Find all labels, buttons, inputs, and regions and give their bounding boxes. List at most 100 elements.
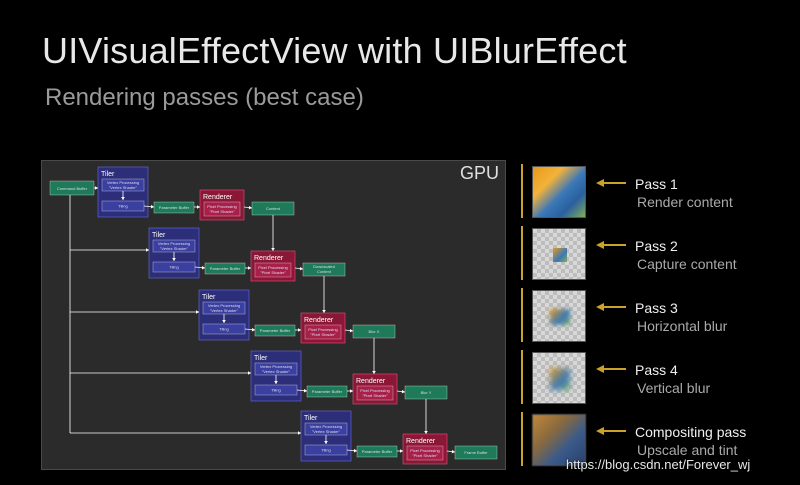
- parameter-buffer-node: [204, 262, 246, 275]
- arrow-head-icon: [353, 448, 357, 453]
- arrow-head-icon: [251, 327, 255, 332]
- vertex-processing-label: Vertex Processing: [158, 241, 190, 246]
- tiler-label: Tiler: [101, 171, 115, 178]
- composited-thumbnail: [532, 414, 586, 466]
- pass-item-1: Pass 1 Render content: [520, 162, 800, 222]
- pass-name: Pass 1: [635, 176, 678, 192]
- pixel-processing-node: [356, 385, 394, 401]
- tiler-label: Tiler: [202, 294, 216, 301]
- pixel-processing-label: Pixel Processing: [308, 327, 338, 332]
- arrow-left-icon: [596, 179, 626, 187]
- pass-divider: [521, 226, 523, 280]
- output-buffer-label: Downscaled: [313, 264, 335, 269]
- capture-content-thumbnail: [532, 228, 586, 280]
- vertex-processing-label: Vertex Processing: [310, 424, 342, 429]
- output-buffer-label: Frame Buffer: [464, 450, 488, 455]
- vertex-processing-label: Vertex Processing: [260, 364, 292, 369]
- pixel-processing-label: "Pixel Shader": [310, 332, 336, 337]
- pass-name: Pass 3: [635, 300, 678, 316]
- vertex-processing-label: "Vertex Shader": [262, 369, 291, 374]
- parameter-buffer-label: Parameter Buffer: [159, 205, 190, 210]
- arrow-head-icon: [197, 205, 200, 209]
- pixel-processing-label: Pixel Processing: [258, 265, 288, 270]
- vertex-processing-label: "Vertex Shader": [160, 246, 189, 251]
- vertex-processing-label: Vertex Processing: [107, 180, 139, 185]
- command-buffer-label: Command Buffer: [57, 186, 88, 191]
- renderer-label: Renderer: [203, 194, 233, 201]
- arrow-left-icon: [596, 427, 626, 435]
- arrow-head-icon: [222, 320, 226, 323]
- arrow-head-icon: [274, 381, 278, 384]
- arrow-head-icon: [322, 310, 326, 313]
- tiling-label: Tiling: [219, 327, 228, 332]
- slide-title: UIVisualEffectView with UIBlurEffect: [42, 30, 627, 71]
- output-buffer-node: [454, 445, 498, 460]
- arrow-head-icon: [350, 389, 353, 393]
- arrow-head-icon: [150, 204, 154, 209]
- renderer-label: Renderer: [356, 378, 386, 385]
- tiler-label: Tiler: [254, 355, 268, 362]
- render-content-thumbnail: [532, 166, 586, 218]
- arrow-head-icon: [324, 441, 328, 444]
- pass-description: Horizontal blur: [637, 318, 728, 334]
- pixel-processing-label: "Pixel Shader": [412, 453, 438, 458]
- slide-subtitle: Rendering passes (best case): [45, 84, 364, 111]
- tiling-label: Tiling: [118, 204, 127, 209]
- pixel-processing-node: [254, 262, 292, 278]
- tiler-label: Tiler: [304, 415, 318, 422]
- pass-name: Compositing pass: [635, 424, 747, 440]
- pass-description: Render content: [637, 194, 733, 210]
- arrow-head-icon: [299, 266, 303, 271]
- pass-item-2: Pass 2 Capture content: [520, 224, 800, 284]
- pixel-processing-label: "Pixel Shader": [260, 270, 286, 275]
- pass-divider: [521, 412, 523, 466]
- arrow-left-icon: [596, 365, 626, 373]
- pass-item-3: Pass 3 Horizontal blur: [520, 286, 800, 346]
- arrow-head-icon: [248, 371, 251, 375]
- output-buffer-label: Blur Y: [421, 390, 432, 395]
- tiling-label: Tiling: [169, 265, 178, 270]
- arrow-head-icon: [424, 431, 428, 434]
- arrow-head-icon: [271, 248, 275, 251]
- arrow-head-icon: [451, 449, 455, 454]
- pixel-processing-label: "Pixel Shader": [209, 209, 235, 214]
- output-buffer-label: Content: [317, 269, 332, 274]
- arrow-head-icon: [248, 266, 251, 270]
- arrow-head-icon: [298, 431, 301, 435]
- pass-name: Pass 2: [635, 238, 678, 254]
- arrow-left-icon: [596, 241, 626, 249]
- parameter-buffer-node: [356, 445, 398, 458]
- passes-list: Pass 1 Render content Pass 2 Capture con…: [520, 160, 800, 470]
- pass-divider: [521, 288, 523, 342]
- renderer-label: Renderer: [406, 438, 436, 445]
- arrow-head-icon: [401, 389, 405, 394]
- pass-divider: [521, 350, 523, 404]
- output-buffer-label: Content: [266, 206, 281, 211]
- vertex-processing-label: "Vertex Shader": [109, 185, 138, 190]
- horizontal-blur-thumbnail: [532, 290, 586, 342]
- blurred-image-icon: [550, 309, 570, 325]
- pixel-processing-label: Pixel Processing: [360, 388, 390, 393]
- renderer-label: Renderer: [304, 317, 334, 324]
- pixel-processing-node: [304, 324, 342, 340]
- arrow-left-icon: [596, 303, 626, 311]
- tiler-label: Tiler: [152, 232, 166, 239]
- tiling-label: Tiling: [271, 388, 280, 393]
- vertex-processing-label: "Vertex Shader": [312, 429, 341, 434]
- output-buffer-label: Blur X: [369, 329, 380, 334]
- blurred-image-icon: [550, 368, 570, 390]
- parameter-buffer-node: [153, 201, 195, 214]
- arrow-head-icon: [372, 371, 376, 374]
- pixel-processing-label: Pixel Processing: [410, 448, 440, 453]
- arrow-head-icon: [196, 310, 199, 314]
- arrow-head-icon: [400, 449, 403, 453]
- vertex-processing-label: "Vertex Shader": [210, 308, 239, 313]
- renderer-label: Renderer: [254, 255, 284, 262]
- pixel-processing-label: "Pixel Shader": [362, 393, 388, 398]
- small-image-icon: [553, 248, 567, 262]
- arrow-head-icon: [121, 197, 125, 200]
- arrow-head-icon: [146, 248, 149, 252]
- pass-item-5: Compositing pass Upscale and tint: [520, 410, 800, 470]
- parameter-buffer-label: Parameter Buffer: [312, 389, 343, 394]
